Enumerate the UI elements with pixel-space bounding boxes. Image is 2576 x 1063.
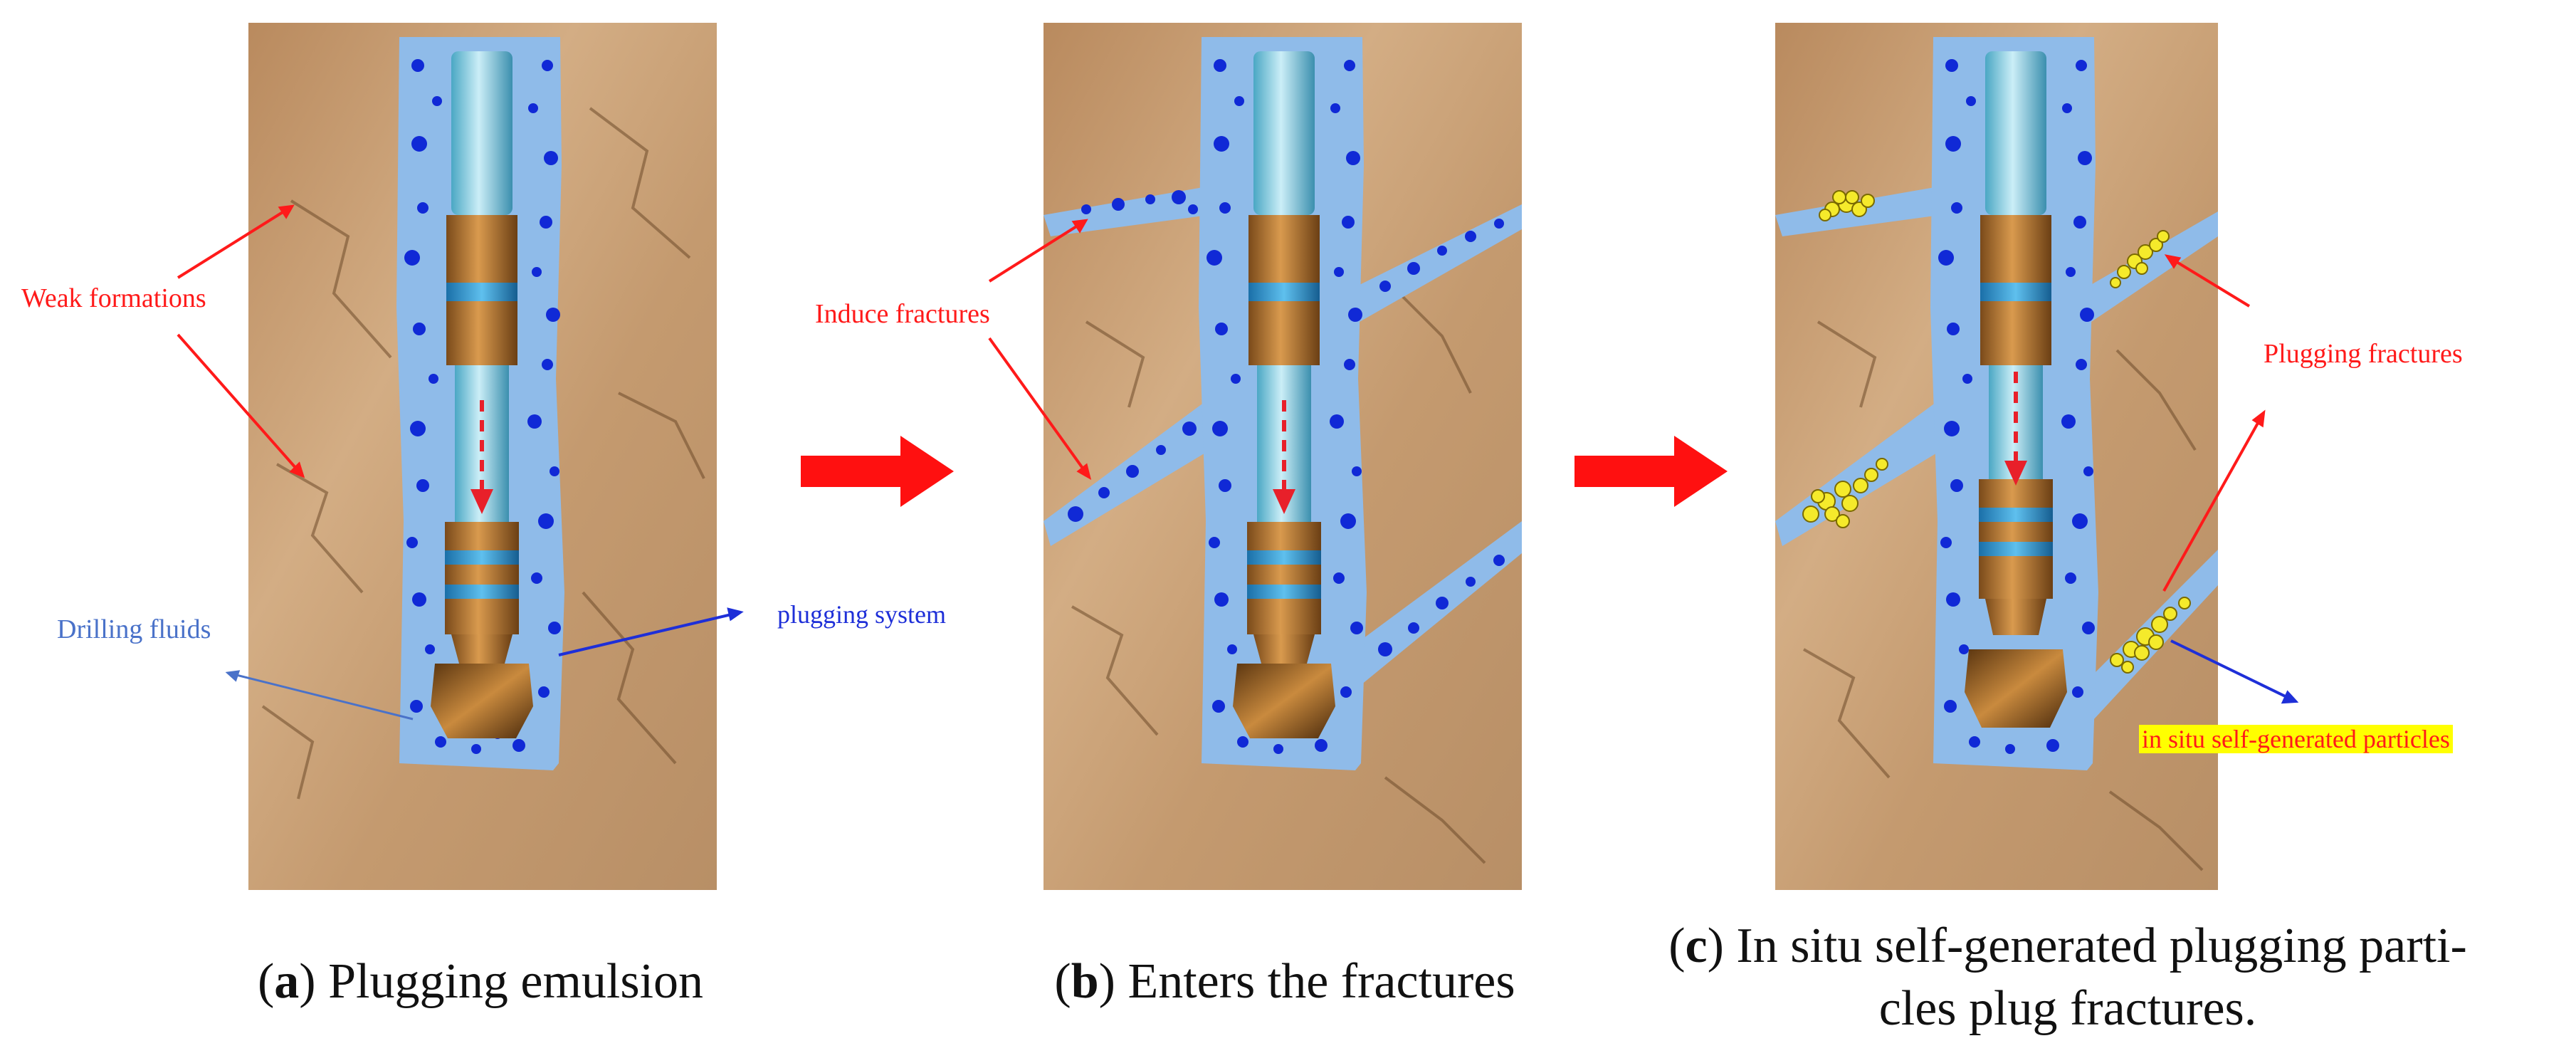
panel-a-illustration [248,23,717,890]
drill-bit [1965,649,2067,728]
transition-arrow-ab [801,436,954,507]
rock-cracks [1071,292,1486,864]
drill-bit [1233,664,1335,738]
plugging-system-label: plugging system [777,600,947,629]
panel-a [248,23,717,890]
plugging-fractures-label: Plugging fractures [2264,339,2463,369]
panel-b [1043,23,1522,890]
drill-string [1965,51,2067,728]
caption-c: (c) In situ self-generated plugging part… [1594,915,2541,1040]
drill-string [431,51,533,738]
induce-fractures-label: Induce fractures [815,299,990,329]
caption-c-text-line1: In situ self-generated plugging parti- [1736,918,2467,973]
plugging-particles [1938,59,2095,754]
drill-string [1233,51,1335,738]
weak-formations-label: Weak formations [21,283,206,313]
caption-b: (b) Enters the fractures [1054,954,1515,1009]
panel-c-illustration [1775,23,2218,890]
caption-c-letter: c [1685,918,1708,973]
caption-b-text: Enters the fractures [1127,954,1515,1009]
caption-b-letter: b [1071,954,1099,1009]
panel-c [1775,23,2218,890]
caption-a-text: Plugging emulsion [328,954,704,1009]
caption-c-line2: cles plug fractures. [1878,980,2257,1036]
drill-bit [431,664,533,738]
caption-c-line1: (c) In situ self-generated plugging part… [1668,918,2467,973]
caption-a: (a) Plugging emulsion [257,954,704,1009]
plugging-particles [1068,59,1505,754]
panel-b-illustration [1043,23,1522,890]
drilling-fluids-label: Drilling fluids [57,614,211,644]
self-generated-particles [1802,190,2191,674]
caption-a-letter: a [274,954,300,1009]
transition-arrow-bc [1574,436,1728,507]
self-generated-particles-label: in situ self-generated particles [2139,725,2453,753]
